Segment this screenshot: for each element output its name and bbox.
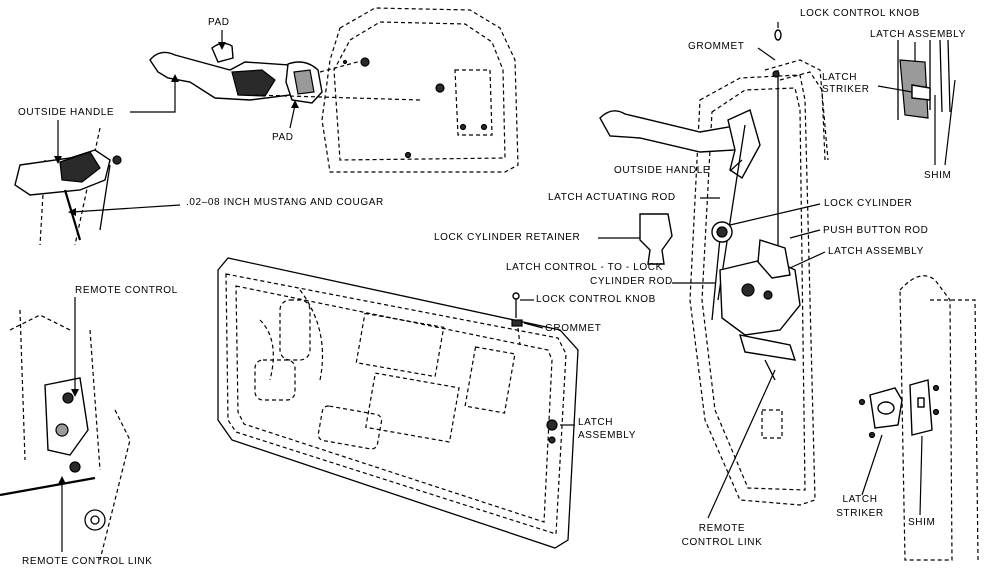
label-outside-handle-left: OUTSIDE HANDLE — [18, 107, 115, 118]
label-shim-bottom: SHIM — [908, 517, 936, 528]
label-latch-striker-top-2: STRIKER — [822, 84, 870, 95]
door-frame-right — [689, 59, 829, 506]
label-latch-striker-top-1: LATCH — [822, 72, 858, 83]
outside-handle-closeup-left — [14, 127, 122, 246]
label-latch-assembly-right: LATCH ASSEMBLY — [828, 246, 924, 257]
latch-mechanism-right — [711, 29, 801, 381]
outside-handle-right — [599, 109, 761, 180]
label-latch-assembly-top: LATCH ASSEMBLY — [870, 29, 966, 40]
outside-handle-assembly-top — [149, 42, 421, 104]
lock-control-knob-center — [511, 292, 523, 346]
label-grommet-top: GROMMET — [688, 41, 745, 52]
label-push-button-rod: PUSH BUTTON ROD — [823, 225, 929, 236]
label-grommet-center: GROMMET — [545, 323, 602, 334]
remote-control-inset — [0, 309, 131, 561]
label-lock-cylinder: LOCK CYLINDER — [824, 198, 913, 209]
label-latch-striker-bottom-1: LATCH — [842, 494, 878, 505]
label-latch-control-rod-2: CYLINDER ROD — [590, 276, 673, 287]
label-pad-top: PAD — [208, 17, 230, 28]
label-lock-control-knob-top: LOCK CONTROL KNOB — [800, 8, 920, 19]
label-remote-control-link-right-2: CONTROL LINK — [681, 537, 763, 548]
label-lock-control-knob-center: LOCK CONTROL KNOB — [536, 294, 656, 305]
door-frame-top-center — [321, 7, 519, 173]
label-latch-assembly-center-1: LATCH — [578, 417, 614, 428]
label-pad-right: PAD — [272, 132, 294, 143]
leader-lines — [54, 22, 956, 552]
label-latch-striker-bottom-2: STRIKER — [836, 508, 884, 519]
label-remote-control: REMOTE CONTROL — [75, 285, 178, 296]
lock-cylinder-retainer — [639, 213, 673, 265]
latch-striker-inset-top — [897, 39, 951, 120]
label-shim-top: SHIM — [924, 170, 952, 181]
label-remote-control-link-right-1: REMOTE — [698, 523, 746, 534]
label-clearance-spec: .02–08 INCH MUSTANG AND COUGAR — [186, 197, 384, 208]
label-latch-assembly-center-2: ASSEMBLY — [578, 430, 636, 441]
door-inner-panel-center — [217, 257, 579, 549]
latch-striker-inset-bottom — [858, 275, 979, 561]
label-latch-control-rod-1: LATCH CONTROL - TO - LOCK — [506, 262, 663, 273]
label-remote-control-link-left: REMOTE CONTROL LINK — [22, 556, 153, 567]
label-outside-handle-right: OUTSIDE HANDLE — [614, 165, 711, 176]
label-lock-cylinder-retainer: LOCK CYLINDER RETAINER — [434, 232, 581, 243]
label-latch-actuating-rod: LATCH ACTUATING ROD — [548, 192, 676, 203]
